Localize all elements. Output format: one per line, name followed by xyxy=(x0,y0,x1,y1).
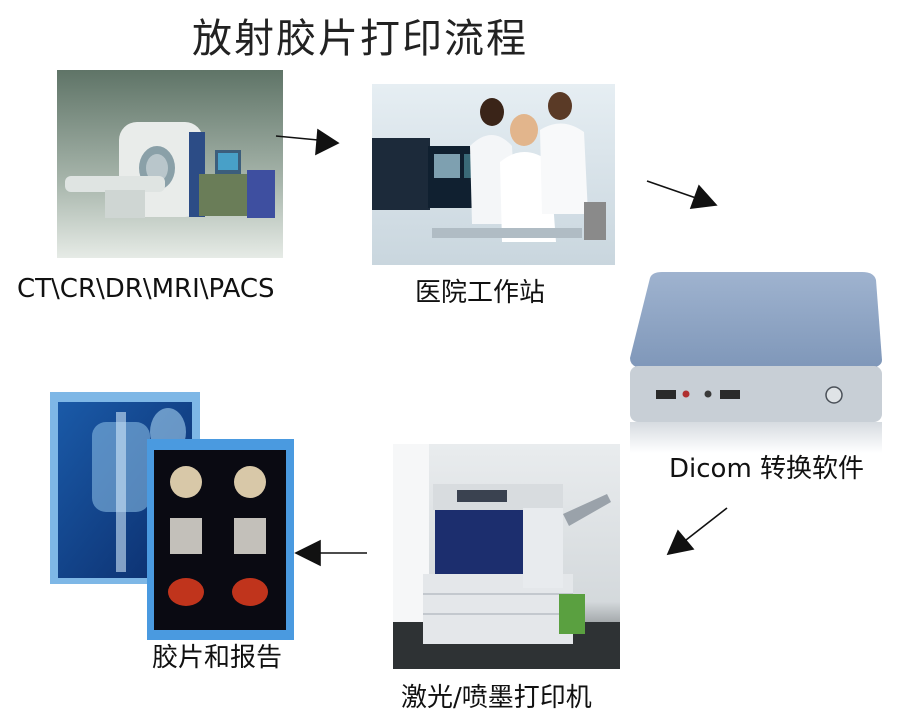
ct-scanner-photo xyxy=(57,70,283,258)
mini-pc-photo xyxy=(622,268,882,453)
step-label-workstation: 医院工作站 xyxy=(415,278,546,308)
step-label-modalities: CT\CR\DR\MRI\PACS xyxy=(17,274,275,304)
printer-photo xyxy=(393,444,620,669)
step-label-dicom-software: Dicom 转换软件 xyxy=(669,454,865,484)
arrow-modalities-to-workstation xyxy=(275,128,340,156)
step-label-films-reports: 胶片和报告 xyxy=(152,643,283,673)
arrow-software-to-printer xyxy=(666,507,728,556)
workstation-photo xyxy=(372,84,615,265)
diagram-title: 放射胶片打印流程 xyxy=(192,16,528,62)
arrow-workstation-to-software xyxy=(646,180,718,209)
xray-film-photo xyxy=(50,392,294,640)
step-label-printer: 激光/喷墨打印机 xyxy=(401,683,592,713)
arrow-printer-to-films xyxy=(294,539,367,567)
